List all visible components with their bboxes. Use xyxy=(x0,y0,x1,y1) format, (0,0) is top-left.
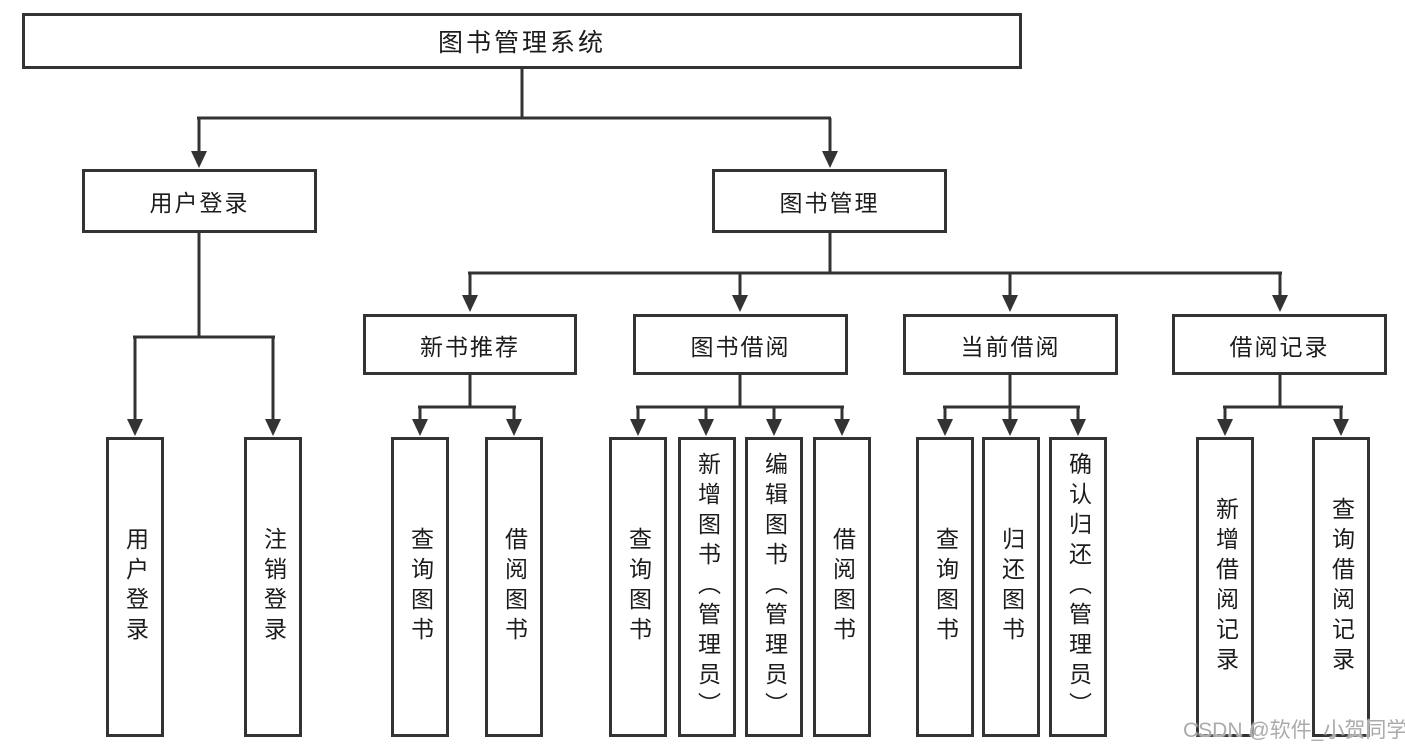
node-borrow-records-label: 借阅记录 xyxy=(1229,333,1330,360)
leaf-edit-books-admin-label: 编辑图书（管理员） xyxy=(761,452,788,722)
leaf-newbooks-borrow-books-label: 借阅图书 xyxy=(501,527,528,647)
leaf-borrow-query-books: 查询图书 xyxy=(609,437,667,737)
node-library-system-label: 图书管理系统 xyxy=(437,29,606,57)
leaf-add-borrow-record-label: 新增借阅记录 xyxy=(1212,497,1239,677)
leaf-newbooks-borrow-books: 借阅图书 xyxy=(485,437,543,737)
leaf-user-login-label: 用户登录 xyxy=(122,527,149,647)
node-new-book-recommend-label: 新书推荐 xyxy=(420,333,520,360)
leaf-confirm-return-admin: 确认归还（管理员） xyxy=(1049,437,1107,737)
node-user-login-label: 用户登录 xyxy=(149,190,250,216)
node-user-login: 用户登录 xyxy=(82,169,317,233)
node-book-borrow: 图书借阅 xyxy=(633,314,848,375)
node-new-book-recommend: 新书推荐 xyxy=(363,314,577,375)
node-book-management-label: 图书管理 xyxy=(779,190,880,216)
leaf-add-borrow-record: 新增借阅记录 xyxy=(1196,437,1254,737)
leaf-edit-books-admin: 编辑图书（管理员） xyxy=(745,437,803,737)
leaf-add-books-admin-label: 新增图书（管理员） xyxy=(694,452,721,722)
node-library-system: 图书管理系统 xyxy=(22,13,1022,69)
arrowheads xyxy=(127,151,1349,436)
leaf-newbooks-query-books-label: 查询图书 xyxy=(407,527,434,647)
leaf-return-books: 归还图书 xyxy=(982,437,1040,737)
leaf-newbooks-query-books: 查询图书 xyxy=(391,437,449,737)
leaf-current-query-books-label: 查询图书 xyxy=(932,527,959,647)
node-current-borrow: 当前借阅 xyxy=(903,314,1118,375)
leaf-query-borrow-record-label: 查询借阅记录 xyxy=(1328,497,1355,677)
node-borrow-records: 借阅记录 xyxy=(1172,314,1387,375)
leaf-confirm-return-admin-label: 确认归还（管理员） xyxy=(1065,452,1092,722)
leaf-borrow-query-books-label: 查询图书 xyxy=(625,527,652,647)
leaf-logout-label: 注销登录 xyxy=(260,527,287,647)
leaf-add-books-admin: 新增图书（管理员） xyxy=(678,437,736,737)
node-book-borrow-label: 图书借阅 xyxy=(690,333,791,360)
csdn-watermark: CSDN @软件_小贺同学 xyxy=(1183,719,1405,742)
leaf-user-login: 用户登录 xyxy=(106,437,164,737)
leaf-borrow-books: 借阅图书 xyxy=(813,437,871,737)
node-current-borrow-label: 当前借阅 xyxy=(960,333,1061,360)
leaf-logout: 注销登录 xyxy=(244,437,302,737)
leaf-query-borrow-record: 查询借阅记录 xyxy=(1312,437,1370,737)
leaf-current-query-books: 查询图书 xyxy=(916,437,974,737)
node-book-management: 图书管理 xyxy=(712,169,947,233)
leaf-borrow-books-label: 借阅图书 xyxy=(829,527,856,647)
leaf-return-books-label: 归还图书 xyxy=(998,527,1025,647)
